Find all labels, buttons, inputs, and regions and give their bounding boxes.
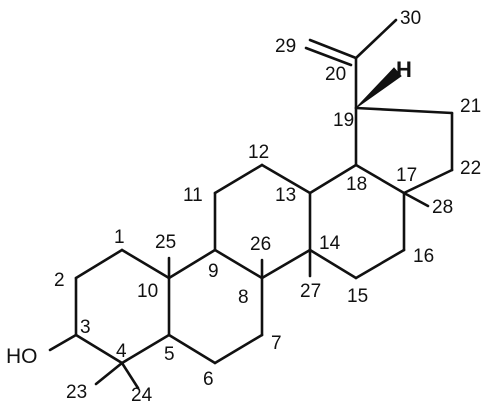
bond-c20-c29-inner xyxy=(304,46,353,67)
locant-c28: 28 xyxy=(432,197,453,218)
locant-c20: 20 xyxy=(325,64,346,85)
bond-c11-c12 xyxy=(213,163,264,195)
locant-c21: 21 xyxy=(460,96,481,117)
bond-c14-c8 xyxy=(260,248,312,280)
bond-c17-c28 xyxy=(402,191,430,208)
locant-c22: 22 xyxy=(460,158,481,179)
ring-a xyxy=(74,248,171,365)
locant-c3: 3 xyxy=(80,317,91,338)
bond-c13-c18 xyxy=(308,163,358,195)
bond-c4-c5 xyxy=(120,333,171,365)
locant-c29: 29 xyxy=(275,36,296,57)
hydrogen-label: H xyxy=(396,57,412,82)
locant-c16: 16 xyxy=(413,246,434,267)
locant-c24: 24 xyxy=(131,385,153,403)
bond-c22-c17 xyxy=(402,168,454,195)
locant-c12: 12 xyxy=(248,142,269,163)
bond-c7-c6 xyxy=(213,333,264,365)
bond-c3-c4 xyxy=(74,333,124,365)
locant-c5: 5 xyxy=(164,344,175,365)
bond-c4-c23 xyxy=(94,361,124,386)
ring-c xyxy=(213,163,312,280)
hydroxyl-label: HO xyxy=(6,345,38,368)
bond-c6-c5 xyxy=(167,333,217,365)
bond-c20-c29-outer xyxy=(308,38,358,60)
locant-c6: 6 xyxy=(203,369,214,390)
locant-c26: 26 xyxy=(250,234,271,255)
bond-c15-c14 xyxy=(308,248,358,280)
ring-e xyxy=(354,106,454,195)
bond-c16-c15 xyxy=(354,248,406,280)
locant-c18: 18 xyxy=(346,174,367,195)
locant-c25: 25 xyxy=(155,232,176,253)
locant-c9: 9 xyxy=(208,261,219,282)
locant-c27: 27 xyxy=(300,281,321,302)
bond-c19-c21 xyxy=(354,106,454,115)
ring-b xyxy=(167,248,264,365)
bond-c10-c9 xyxy=(167,248,217,280)
bond-c12-c13 xyxy=(260,163,312,195)
locant-c23: 23 xyxy=(66,382,87,403)
substituent-bonds xyxy=(48,18,430,390)
carbon-locants: 1 2 3 4 5 6 7 8 9 10 11 12 13 14 15 16 1… xyxy=(54,8,481,403)
locant-c19: 19 xyxy=(333,110,354,131)
bond-c9-c8 xyxy=(213,248,264,280)
locant-c13: 13 xyxy=(275,185,296,206)
locant-c17: 17 xyxy=(396,165,417,186)
locant-c8: 8 xyxy=(238,287,249,308)
bond-c18-c17 xyxy=(354,163,406,195)
bond-c3-oh xyxy=(48,333,78,352)
wedge-bond-c19-h xyxy=(355,67,402,109)
bond-c1-c2 xyxy=(74,248,124,280)
locant-c30: 30 xyxy=(400,8,421,29)
locant-c1: 1 xyxy=(114,227,125,248)
locant-c4: 4 xyxy=(116,341,127,362)
locant-c10: 10 xyxy=(137,281,158,302)
locant-c7: 7 xyxy=(271,333,282,354)
locant-c2: 2 xyxy=(54,270,65,291)
locant-c11: 11 xyxy=(183,185,203,206)
bond-c10-c1 xyxy=(120,248,171,280)
bond-c4-c24 xyxy=(120,361,140,390)
locant-c14: 14 xyxy=(319,233,341,254)
locant-c15: 15 xyxy=(347,286,368,307)
ring-d xyxy=(308,163,406,280)
bond-c20-c30 xyxy=(354,18,398,60)
